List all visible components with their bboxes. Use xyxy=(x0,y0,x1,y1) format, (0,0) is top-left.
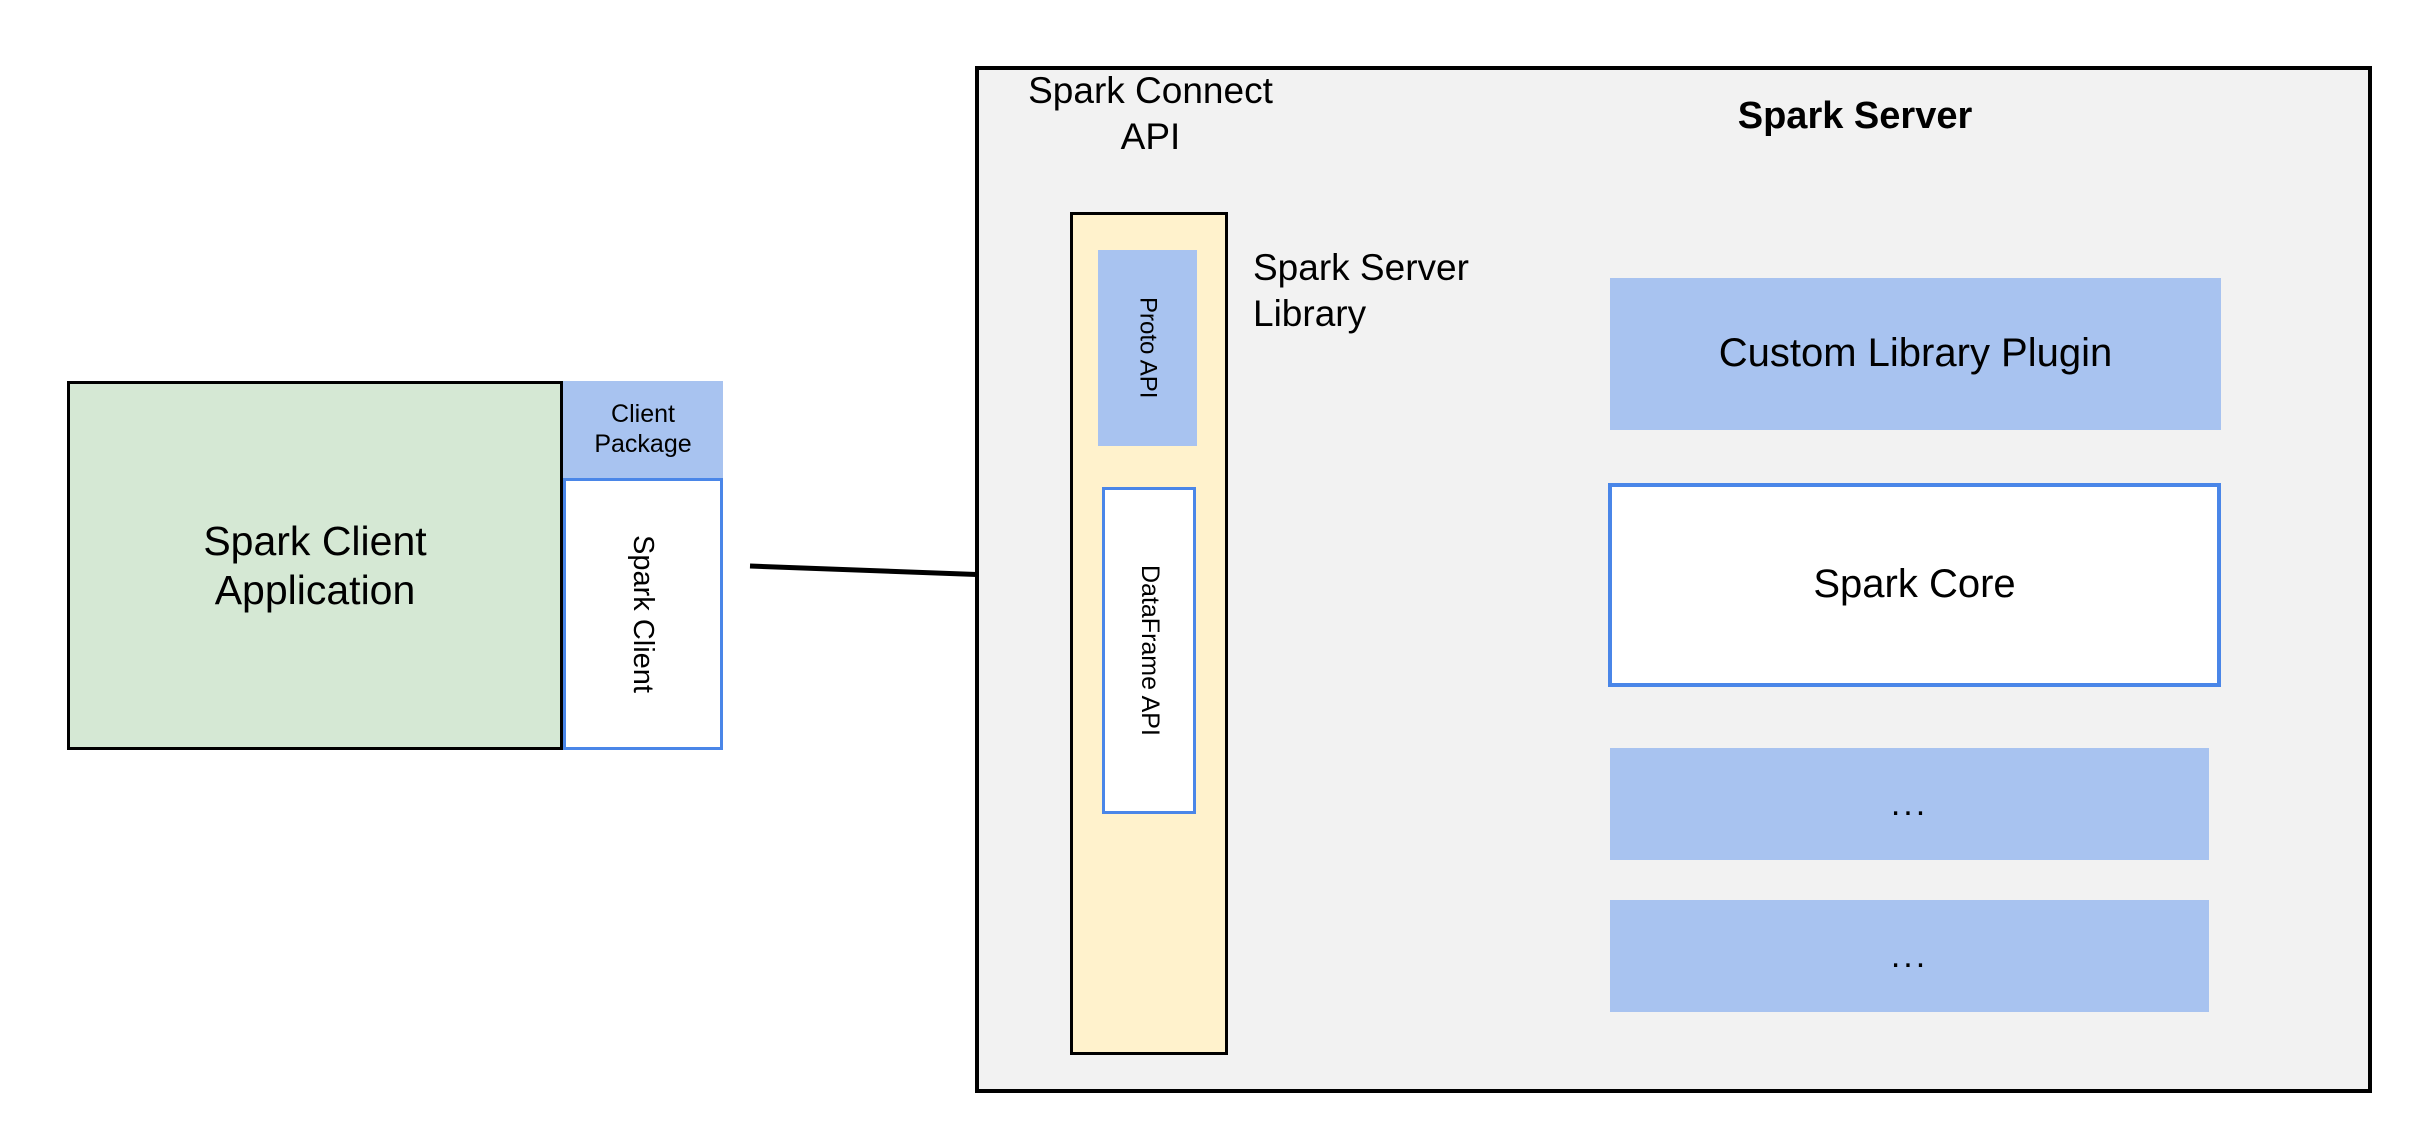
spark-core-label: Spark Core xyxy=(1813,562,2016,607)
proto-api-label: Proto API xyxy=(1134,297,1162,399)
spark-client-label: Spark Client xyxy=(627,535,660,693)
dataframe-api-label: DataFrame API xyxy=(1135,565,1164,736)
spark-client-box[interactable]: Spark Client xyxy=(563,478,723,750)
custom-library-plugin-label: Custom Library Plugin xyxy=(1718,331,2113,376)
spark-core-box[interactable]: Spark Core xyxy=(1608,483,2221,687)
server-component-placeholder-2[interactable]: ... xyxy=(1610,900,2209,1012)
spark-server-title: Spark Server xyxy=(1737,95,1973,137)
custom-library-plugin-box[interactable]: Custom Library Plugin xyxy=(1610,278,2221,430)
dataframe-api-box[interactable]: DataFrame API xyxy=(1102,487,1196,814)
ellipsis-label-2: ... xyxy=(1890,936,1929,975)
ellipsis-label-1: ... xyxy=(1890,784,1929,823)
spark-connect-api-box[interactable] xyxy=(1070,212,1228,1055)
proto-api-box[interactable]: Proto API xyxy=(1098,250,1197,446)
server-component-placeholder-1[interactable]: ... xyxy=(1610,748,2209,860)
